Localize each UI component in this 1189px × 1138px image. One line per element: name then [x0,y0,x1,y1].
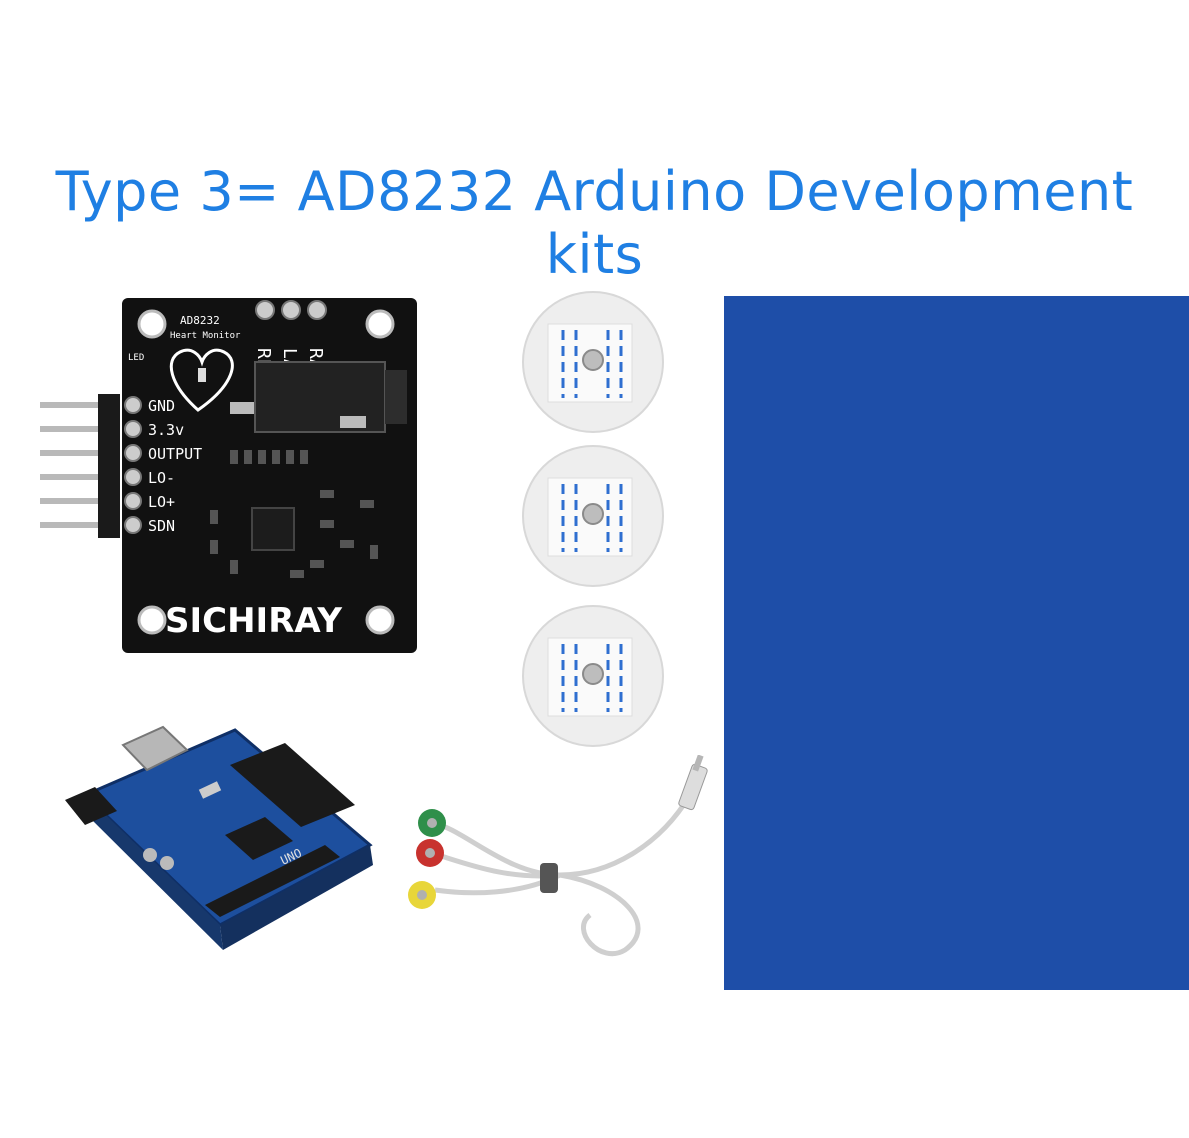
pin-label-3v3: 3.3v [148,421,184,439]
pin-label-lo-plus: LO+ [148,493,175,511]
ecg-lead-cable-image [408,755,708,957]
header-pins [40,394,120,538]
mount-hole-icon [365,605,395,635]
led-label: LED [128,353,144,363]
pin-label-sdn: SDN [148,517,175,535]
arduino-uno-image: UNO [65,725,373,950]
page-title: Type 3= AD8232 Arduino Development kits [55,160,1134,286]
module-subtitle: Heart Monitor [170,331,241,341]
heart-icon [169,348,234,412]
audio-plug [678,763,708,811]
mount-hole-icon [365,309,395,339]
pin-label-output: OUTPUT [148,445,202,463]
mount-hole-icon [137,605,167,635]
module-chip-name: AD8232 [180,314,220,327]
blue-sheet [724,296,1189,990]
electrode-pad [522,605,664,747]
usb-port [121,725,189,772]
pin-header [124,396,142,534]
electrode-pad [522,445,664,587]
pin-label-lo-minus: LO- [148,469,175,487]
power-jack [65,787,117,825]
pin-label-gnd: GND [148,397,175,415]
electrode-pads-image [522,291,664,747]
atmega-chip [225,817,293,860]
ad8232-chip [251,507,295,551]
module-brand: SICHIRAY [165,601,342,641]
electrode-pad [522,291,664,433]
mount-hole-icon [137,309,167,339]
ad8232-module-image: RL LA RA AD8232 Heart Monitor LED GND 3.… [40,298,417,653]
